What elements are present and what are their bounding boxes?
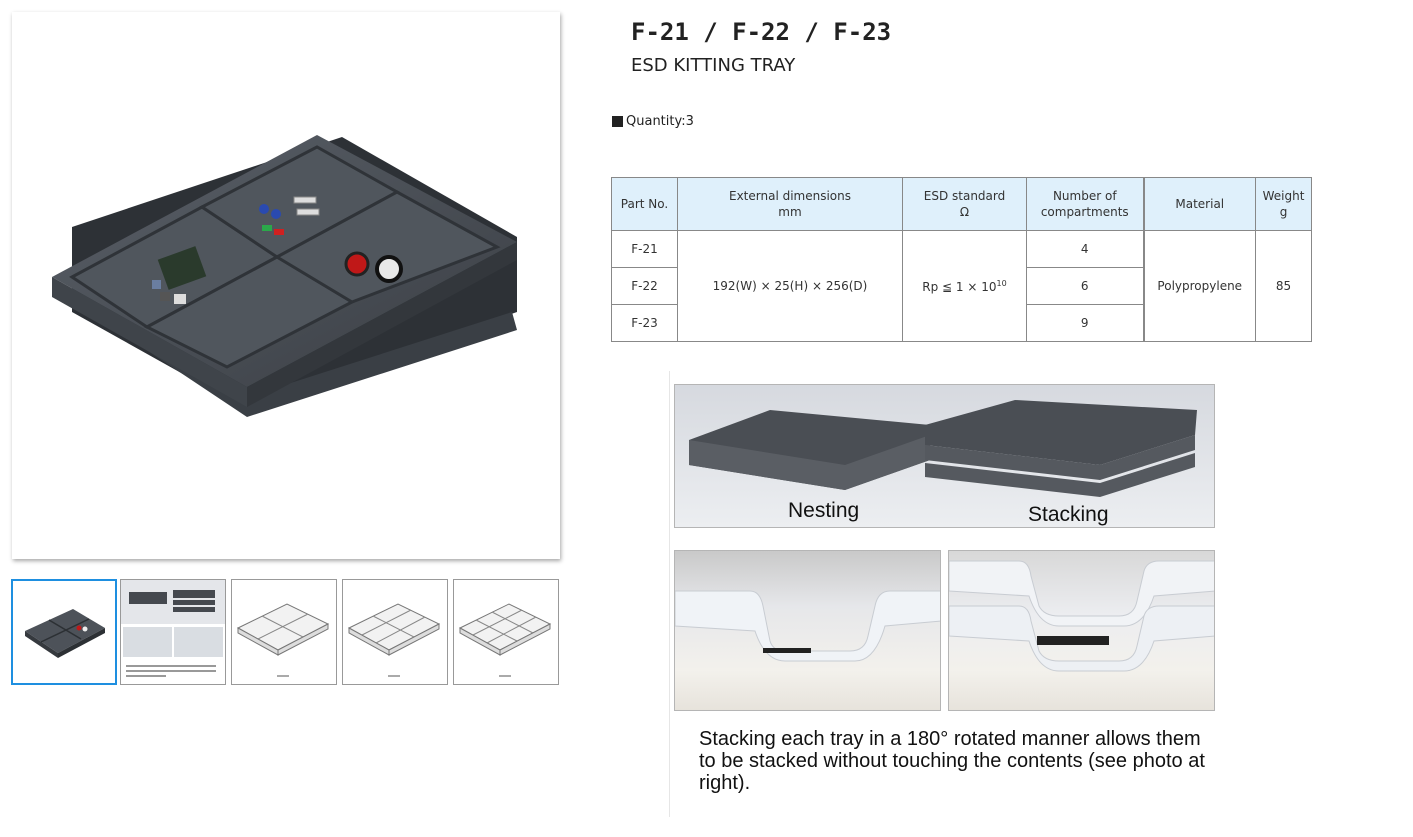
thumbnail-f22-drawing[interactable]	[342, 579, 448, 685]
thumbnail-nesting-stacking[interactable]	[120, 579, 226, 685]
stacking-closeup-left-photo	[674, 550, 941, 711]
stacking-caption: Stacking each tray in a 180° rotated man…	[699, 728, 1205, 794]
header-material: Material	[1142, 177, 1256, 231]
table-row: F-22 6	[611, 267, 1312, 305]
f23-drawing-icon	[458, 603, 552, 677]
square-bullet-icon	[612, 116, 623, 127]
nesting-stacking-illustration	[689, 400, 1197, 497]
cell-dimensions: 192(W) × 25(H) × 256(D)	[677, 230, 903, 342]
thumbnail-f23-drawing[interactable]	[453, 579, 559, 685]
header-part-no: Part No.	[611, 177, 678, 231]
translucent-tray-stacked-icon	[949, 560, 1214, 672]
f21-drawing-icon	[236, 603, 330, 677]
product-subtitle: ESD KITTING TRAY	[631, 55, 796, 76]
tray-thumbnail-icon	[25, 609, 105, 658]
cell-weight: 85	[1255, 230, 1312, 342]
cell-esd-standard: Rp ≦ 1 × 1010	[902, 230, 1027, 342]
thumbnail-f21-drawing[interactable]	[231, 579, 337, 685]
table-row: F-21 192(W) × 25(H) × 256(D) Rp ≦ 1 × 10…	[611, 230, 1312, 342]
thumbnail-tray-photo[interactable]	[11, 579, 117, 685]
cell-material: Polypropylene	[1142, 230, 1256, 342]
nesting-label: Nesting	[788, 499, 860, 522]
stacking-label: Stacking	[1028, 503, 1109, 526]
cell-part-no: F-23	[611, 304, 678, 342]
main-product-image[interactable]	[12, 12, 560, 559]
cell-compartments: 4	[1026, 230, 1144, 268]
product-title: F-21 / F-22 / F-23	[631, 18, 892, 46]
cell-part-no: F-22	[611, 267, 678, 305]
cell-compartments: 9	[1026, 304, 1144, 342]
table-row: F-23 9	[611, 304, 1312, 342]
tray-illustration	[52, 135, 517, 417]
cell-compartments: 6	[1026, 267, 1144, 305]
f22-drawing-icon	[347, 603, 441, 677]
stacking-closeup-right-photo	[948, 550, 1215, 711]
cell-part-no: F-21	[611, 230, 678, 268]
vertical-divider	[669, 371, 670, 817]
translucent-tray-icon	[675, 590, 940, 662]
quantity-label: Quantity:3	[626, 114, 694, 129]
nesting-stacking-photo: Nesting Stacking	[674, 384, 1215, 528]
quantity-info: Quantity:3	[612, 114, 694, 129]
nesting-stacking-thumbnail-icon	[121, 580, 225, 677]
